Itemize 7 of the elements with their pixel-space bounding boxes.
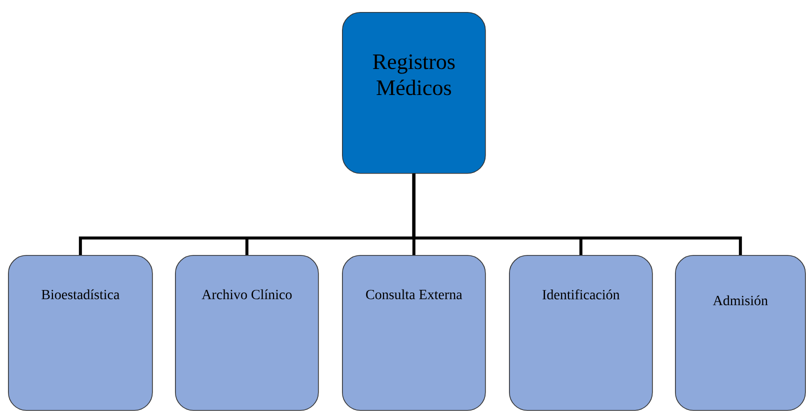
department-box: Identificación [509,254,653,411]
department-box: Admisión [675,254,806,411]
department-box: Bioestadística [8,254,153,411]
connector-line [412,174,742,255]
department-box: Archivo Clínico [175,254,319,411]
main-box: Registros Médicos [342,12,486,174]
department-box: Consulta Externa [342,254,486,411]
